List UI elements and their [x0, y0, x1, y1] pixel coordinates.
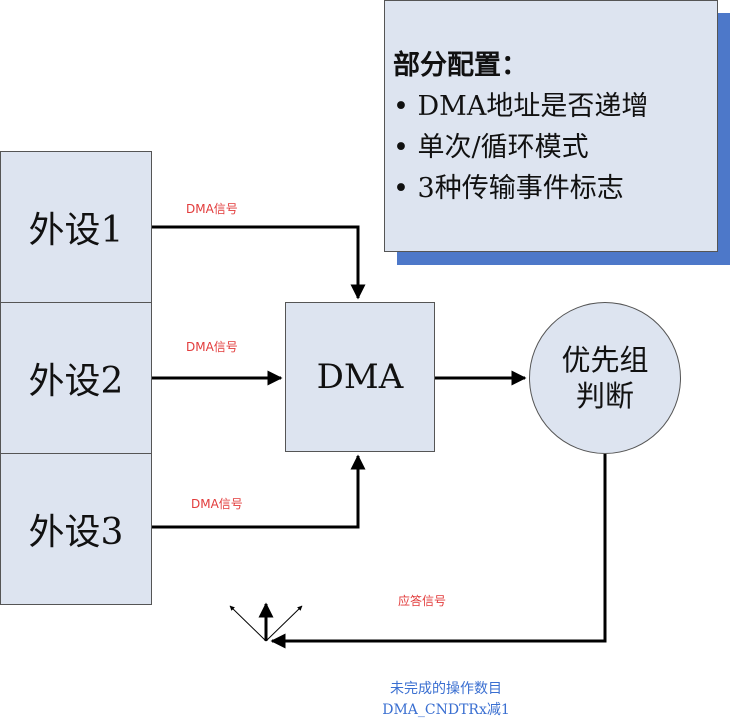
- signal-label-2: DMA信号: [186, 340, 238, 354]
- bullet: •: [393, 132, 409, 163]
- fan-arrow-left: [229, 605, 267, 642]
- peripheral-3-label: 外设3: [28, 512, 124, 553]
- priority-label-line1: 优先组: [561, 342, 649, 377]
- bottom-note-line1: 未完成的操作数目: [390, 681, 502, 697]
- signal-arrow-1: [152, 225, 366, 300]
- config-item: • 单次/循环模式: [393, 127, 717, 168]
- bottom-note: 未完成的操作数目 DMA_CNDTRx减1: [346, 679, 546, 721]
- config-item-label: 3种传输事件标志: [417, 173, 624, 204]
- peripheral-2-label: 外设2: [28, 361, 124, 402]
- ack-signal-label: 应答信号: [398, 594, 447, 608]
- ack-arrow: [270, 454, 607, 649]
- peripheral-1-box: 外设1: [0, 151, 152, 303]
- fan-arrow-right: [265, 605, 303, 642]
- peripheral-3-box: 外设3: [0, 453, 152, 605]
- peripheral-2-box: 外设2: [0, 302, 152, 454]
- config-item: • 3种传输事件标志: [393, 168, 717, 209]
- config-title: 部分配置：: [393, 50, 528, 81]
- priority-judge-circle: 优先组 判断: [529, 302, 681, 454]
- dma-label: DMA: [316, 357, 404, 397]
- bullet: •: [393, 91, 409, 122]
- dma-controller-box: DMA: [285, 302, 435, 452]
- config-item-label: 单次/循环模式: [417, 132, 589, 163]
- config-panel: 部分配置： • DMA地址是否递增 • 单次/循环模式 • 3种传输事件标志: [384, 0, 718, 252]
- peripheral-1-label: 外设1: [28, 210, 124, 251]
- signal-label-3: DMA信号: [191, 497, 243, 511]
- signal-arrow-3: [152, 454, 366, 529]
- priority-label-line2: 判断: [575, 379, 634, 413]
- config-item: • DMA地址是否递增: [393, 86, 717, 127]
- bottom-note-line2: DMA_CNDTRx减1: [382, 702, 510, 718]
- signal-label-1: DMA信号: [186, 202, 238, 216]
- bullet: •: [393, 173, 409, 204]
- config-item-label: DMA地址是否递增: [417, 91, 649, 122]
